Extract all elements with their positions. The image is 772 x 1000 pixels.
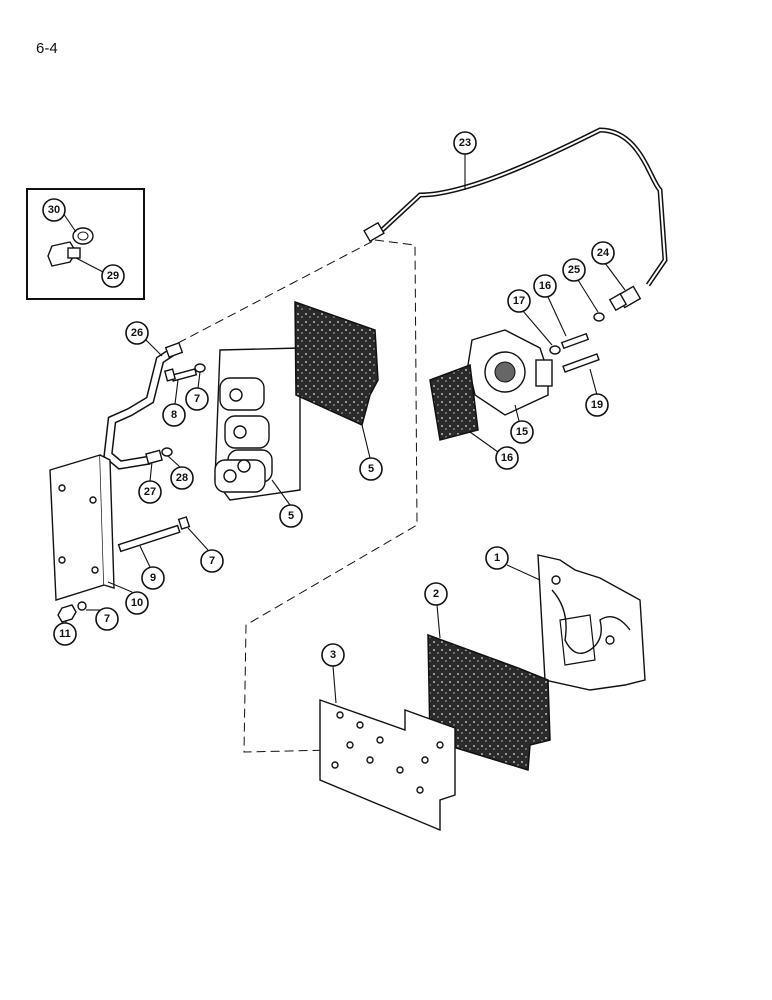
nut: [57, 604, 77, 623]
callout-25: 25: [562, 258, 599, 313]
svg-text:24: 24: [597, 247, 610, 259]
svg-text:7: 7: [194, 393, 200, 405]
callout-23: 23: [453, 131, 477, 190]
gasket: [429, 363, 479, 441]
callout-7c: 7: [86, 607, 119, 631]
hydraulic-tube: [378, 127, 668, 287]
callout-4: 5: [359, 424, 383, 481]
svg-text:23: 23: [459, 137, 471, 149]
svg-text:3: 3: [330, 649, 336, 661]
washer: [549, 345, 561, 355]
svg-text:27: 27: [144, 486, 156, 498]
stud: [117, 524, 181, 553]
svg-text:7: 7: [209, 555, 215, 567]
svg-text:30: 30: [48, 204, 60, 216]
callout-10: 10: [107, 581, 149, 615]
page-number: 6-4: [36, 40, 58, 57]
callout-7a: 7: [185, 371, 209, 411]
bracket: [49, 454, 105, 601]
svg-text:5: 5: [368, 463, 374, 475]
fitting: [608, 285, 642, 312]
transmission-housing: [537, 554, 646, 691]
callout-1: 1: [485, 546, 541, 581]
svg-text:19: 19: [591, 399, 603, 411]
o-ring: [72, 227, 94, 245]
callout-2: 2: [424, 582, 448, 639]
callout-7b: 7: [187, 527, 224, 573]
plug: [47, 241, 81, 267]
callout-5: 5: [271, 479, 303, 528]
svg-text:26: 26: [131, 327, 143, 339]
callout-15: 15: [510, 404, 534, 444]
callout-26: 26: [125, 321, 163, 357]
callout-27: 27: [138, 461, 162, 504]
svg-text:11: 11: [59, 628, 71, 640]
callout-11: 11: [53, 620, 77, 646]
callout-29: 29: [75, 257, 125, 288]
gasket: [294, 300, 379, 427]
separator-plate: [319, 699, 456, 832]
callout-30: 30: [42, 198, 77, 233]
svg-text:15: 15: [516, 426, 528, 438]
svg-text:25: 25: [568, 264, 580, 276]
dashed-outline: [243, 239, 418, 753]
svg-text:16: 16: [539, 280, 551, 292]
svg-text:9: 9: [150, 572, 156, 584]
svg-text:16: 16: [501, 452, 513, 464]
washer: [593, 312, 605, 322]
callout-9: 9: [139, 545, 165, 590]
svg-text:5: 5: [288, 510, 294, 522]
callout-8: 8: [162, 379, 186, 427]
callout-28: 28: [167, 455, 194, 490]
bolt: [163, 368, 198, 382]
pump-housing: [467, 329, 553, 416]
inset-box: [26, 188, 145, 300]
svg-text:2: 2: [433, 588, 439, 600]
svg-text:8: 8: [171, 409, 177, 421]
svg-text:7: 7: [104, 613, 110, 625]
svg-text:10: 10: [131, 597, 143, 609]
callout-18: 16: [533, 274, 567, 337]
svg-text:28: 28: [176, 472, 188, 484]
callout-16: 16: [469, 431, 519, 470]
callout-19: 19: [585, 368, 609, 417]
svg-text:17: 17: [513, 295, 525, 307]
callout-17: 17: [507, 289, 553, 346]
callout-24: 24: [591, 241, 626, 291]
callout-3: 3: [321, 643, 345, 704]
solenoid-valve-block: [214, 347, 301, 501]
svg-text:29: 29: [107, 270, 119, 282]
svg-text:1: 1: [494, 552, 500, 564]
